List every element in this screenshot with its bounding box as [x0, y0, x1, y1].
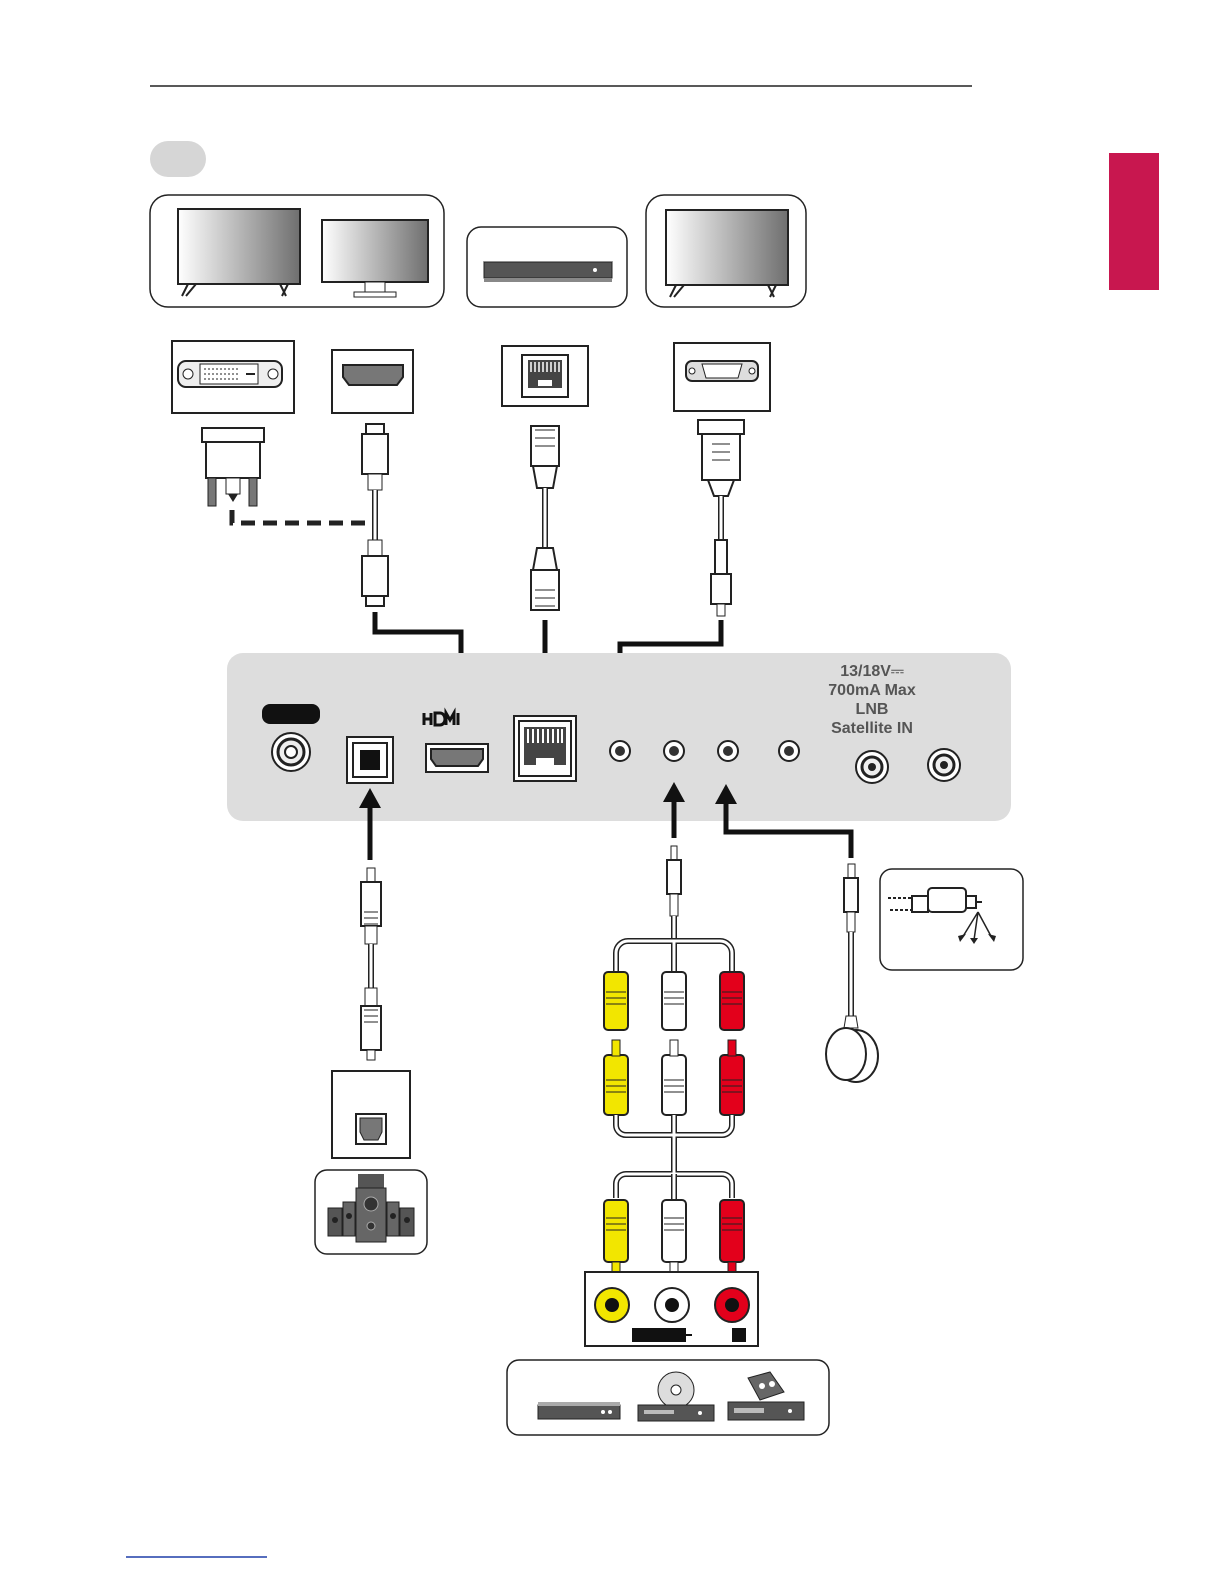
optical-port-icon: [332, 1071, 410, 1158]
rca-yellow-plug: [604, 972, 628, 1030]
display-devices-box: [150, 195, 444, 307]
dvi-hdmi-dashed-link: [232, 510, 370, 523]
rca-white-plug: [662, 1040, 686, 1115]
jack-port-4[interactable]: [779, 741, 799, 761]
dvi-port-icon: [172, 341, 294, 413]
hdmi-port-icon: [332, 350, 413, 413]
hdmi-port-icon[interactable]: [426, 744, 488, 772]
rca-yellow-plug: [604, 1200, 628, 1282]
tv-icon: [666, 210, 788, 297]
set-top-box-icon: [484, 262, 612, 282]
optical-port-icon[interactable]: [347, 737, 393, 783]
tv-rs232-box: [646, 195, 806, 307]
optical-cable: [361, 868, 381, 1060]
rs232-cable: [698, 420, 744, 616]
jack-port-2[interactable]: [664, 741, 684, 761]
back-panel: 13/18V⎓ 700mA Max LNB Satellite IN: [227, 653, 1011, 821]
rca-plugs-bottom-row: [604, 1200, 744, 1282]
rca-plugs-top-row: [604, 972, 744, 1030]
rj-port-icon[interactable]: [514, 716, 576, 781]
rca-plugs-second-row: [604, 1040, 744, 1115]
rca-yellow-plug: [604, 1040, 628, 1115]
satellite-in-port[interactable]: [856, 751, 888, 783]
rs232-port-icon: [674, 343, 770, 411]
ir-blaster-cable: [844, 864, 858, 1028]
side-tab[interactable]: [1109, 153, 1159, 290]
rca-jack-panel: [585, 1272, 758, 1346]
home-theater-box: [315, 1170, 427, 1254]
rj-cable: [531, 426, 559, 610]
rca-red-plug: [720, 1200, 744, 1282]
hdmi-cable: [362, 424, 388, 606]
rca-white-plug: [662, 1200, 686, 1282]
jack-port-3[interactable]: [718, 741, 738, 761]
ir-blaster-icon: [826, 1028, 878, 1082]
set-top-box-box: [467, 227, 627, 307]
lnb-line-1: 13/18V⎓: [840, 663, 904, 680]
set-top-box-icon: [538, 1402, 620, 1419]
coax-out-port[interactable]: [928, 749, 960, 781]
label-tag: [262, 704, 320, 724]
lnb-line-3: LNB: [856, 701, 889, 718]
tv-icon: [178, 209, 300, 296]
lnb-line-4: Satellite IN: [831, 720, 913, 737]
rca-red-plug: [720, 972, 744, 1030]
rj-port-icon: [502, 346, 588, 406]
ir-emitter-detail-box: [880, 869, 1023, 970]
rca-red-plug: [720, 1040, 744, 1115]
rca-white-plug: [662, 972, 686, 1030]
jack-port-1[interactable]: [610, 741, 630, 761]
av-source-box: [507, 1360, 829, 1435]
dvi-plug: [202, 428, 264, 506]
section-badge: [150, 141, 206, 177]
lnb-line-2: 700mA Max: [828, 682, 916, 699]
rf-antenna-port[interactable]: [272, 733, 310, 771]
